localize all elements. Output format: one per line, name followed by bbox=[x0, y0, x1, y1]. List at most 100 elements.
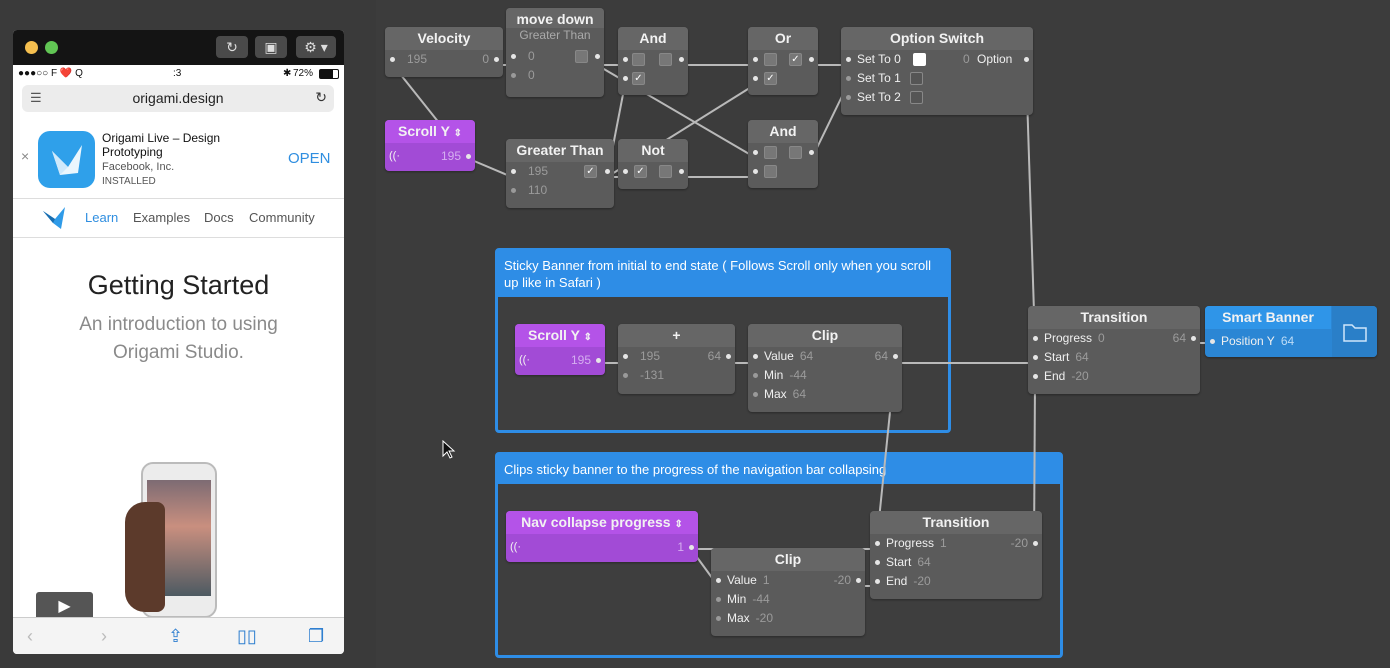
intro-video-thumbnail[interactable]: ▶ bbox=[27, 442, 330, 617]
gear-icon[interactable]: ⚙ ▾ bbox=[296, 36, 336, 58]
not-patch[interactable]: Not ✓ bbox=[618, 139, 688, 189]
share-icon[interactable]: ⇪ bbox=[168, 626, 184, 646]
input-port[interactable] bbox=[511, 169, 516, 174]
and-patch[interactable]: And ✓ bbox=[618, 27, 688, 95]
sort-arrows-icon[interactable]: ⇕ bbox=[583, 332, 592, 343]
reload-icon[interactable]: ↻ bbox=[315, 89, 327, 105]
scroll-y-patch[interactable]: Scroll Y ⇕ ((· 195 bbox=[515, 324, 605, 375]
input-port[interactable] bbox=[623, 76, 628, 81]
output-port[interactable] bbox=[466, 154, 471, 159]
input-port[interactable] bbox=[623, 169, 628, 174]
output-port[interactable] bbox=[1024, 57, 1029, 62]
origami-logo-icon[interactable] bbox=[41, 205, 69, 231]
folder-icon[interactable] bbox=[1332, 306, 1377, 357]
input-port[interactable] bbox=[1033, 374, 1038, 379]
input-port[interactable] bbox=[846, 57, 851, 62]
input-port[interactable] bbox=[1033, 355, 1038, 360]
input-port[interactable] bbox=[875, 541, 880, 546]
input-port[interactable] bbox=[753, 76, 758, 81]
velocity-patch[interactable]: Velocity 195 0 bbox=[385, 27, 503, 77]
checkmark-icon[interactable]: ✓ bbox=[584, 165, 597, 178]
play-icon[interactable]: ▶ bbox=[36, 592, 93, 617]
input-port[interactable] bbox=[623, 57, 628, 62]
input-port[interactable] bbox=[390, 57, 395, 62]
input-checkbox[interactable] bbox=[764, 146, 777, 159]
bookmarks-icon[interactable]: ▯▯ bbox=[237, 626, 257, 646]
input-port[interactable] bbox=[716, 597, 721, 602]
input-port[interactable] bbox=[753, 354, 758, 359]
output-port[interactable] bbox=[1033, 541, 1038, 546]
output-port[interactable] bbox=[494, 57, 499, 62]
output-port[interactable] bbox=[679, 57, 684, 62]
nav-learn-link[interactable]: Learn bbox=[85, 210, 119, 225]
input-port[interactable] bbox=[1210, 339, 1215, 344]
input-port[interactable] bbox=[875, 560, 880, 565]
output-port[interactable] bbox=[689, 545, 694, 550]
input-port[interactable] bbox=[511, 54, 516, 59]
add-patch[interactable]: + 195 64 -131 bbox=[618, 324, 735, 394]
output-port[interactable] bbox=[679, 169, 684, 174]
input-port[interactable] bbox=[846, 95, 851, 100]
input-port[interactable] bbox=[511, 188, 516, 193]
output-port[interactable] bbox=[893, 354, 898, 359]
video-icon[interactable]: ▣ bbox=[255, 36, 287, 58]
sort-arrows-icon[interactable]: ⇕ bbox=[674, 519, 683, 530]
input-port[interactable] bbox=[846, 76, 851, 81]
greater-than-patch[interactable]: Greater Than 195 ✓ 110 bbox=[506, 139, 614, 208]
input-port[interactable] bbox=[753, 57, 758, 62]
input-port[interactable] bbox=[753, 150, 758, 155]
checkmark-icon[interactable]: ✓ bbox=[789, 53, 802, 66]
move-down-patch[interactable]: move down Greater Than 0 0 bbox=[506, 8, 604, 97]
input-port[interactable] bbox=[753, 169, 758, 174]
output-port[interactable] bbox=[595, 54, 600, 59]
output-port[interactable] bbox=[726, 354, 731, 359]
nav-examples-link[interactable]: Examples bbox=[133, 210, 191, 225]
pulse-button[interactable] bbox=[913, 53, 926, 66]
sort-arrows-icon[interactable]: ⇕ bbox=[453, 128, 462, 139]
minimize-window-button[interactable] bbox=[25, 41, 38, 54]
input-checkbox[interactable] bbox=[764, 53, 777, 66]
reader-icon[interactable]: ☰ bbox=[30, 90, 42, 105]
open-app-button[interactable]: OPEN bbox=[288, 150, 331, 167]
output-checkbox[interactable] bbox=[575, 50, 588, 63]
refresh-icon[interactable]: ↻ bbox=[216, 36, 248, 58]
input-port[interactable] bbox=[1033, 336, 1038, 341]
close-icon[interactable]: × bbox=[21, 148, 30, 164]
output-port[interactable] bbox=[809, 150, 814, 155]
input-port[interactable] bbox=[623, 373, 628, 378]
input-port[interactable] bbox=[623, 354, 628, 359]
output-checkbox[interactable] bbox=[659, 165, 672, 178]
back-icon[interactable]: ‹ bbox=[27, 626, 33, 646]
tabs-icon[interactable]: ❐ bbox=[308, 626, 325, 646]
input-checkbox[interactable] bbox=[632, 53, 645, 66]
output-port[interactable] bbox=[856, 578, 861, 583]
option-switch-patch[interactable]: Option Switch Set To 0 0 Option Set To 1… bbox=[841, 27, 1033, 115]
input-port[interactable] bbox=[716, 616, 721, 621]
input-port[interactable] bbox=[753, 392, 758, 397]
input-port[interactable] bbox=[875, 579, 880, 584]
output-port[interactable] bbox=[1191, 336, 1196, 341]
output-checkbox[interactable] bbox=[659, 53, 672, 66]
or-patch[interactable]: Or ✓ ✓ bbox=[748, 27, 818, 95]
input-port[interactable] bbox=[716, 578, 721, 583]
safari-address-bar[interactable]: ☰ origami.design ↻ bbox=[22, 85, 334, 112]
forward-icon[interactable]: › bbox=[101, 626, 107, 646]
pulse-button[interactable] bbox=[910, 72, 923, 85]
checkmark-icon[interactable]: ✓ bbox=[634, 165, 647, 178]
input-checkbox[interactable] bbox=[764, 165, 777, 178]
nav-docs-link[interactable]: Docs bbox=[204, 210, 234, 225]
scroll-y-patch[interactable]: Scroll Y ⇕ ((· 195 bbox=[385, 120, 475, 171]
input-port[interactable] bbox=[511, 73, 516, 78]
nav-collapse-progress-patch[interactable]: Nav collapse progress ⇕ ((· 1 bbox=[506, 511, 698, 562]
address-text[interactable]: origami.design bbox=[132, 90, 224, 106]
zoom-window-button[interactable] bbox=[45, 41, 58, 54]
checkmark-icon[interactable]: ✓ bbox=[764, 72, 777, 85]
checkmark-icon[interactable]: ✓ bbox=[632, 72, 645, 85]
patch-editor-canvas[interactable]: Sticky Banner from initial to end state … bbox=[376, 0, 1390, 668]
output-port[interactable] bbox=[605, 169, 610, 174]
